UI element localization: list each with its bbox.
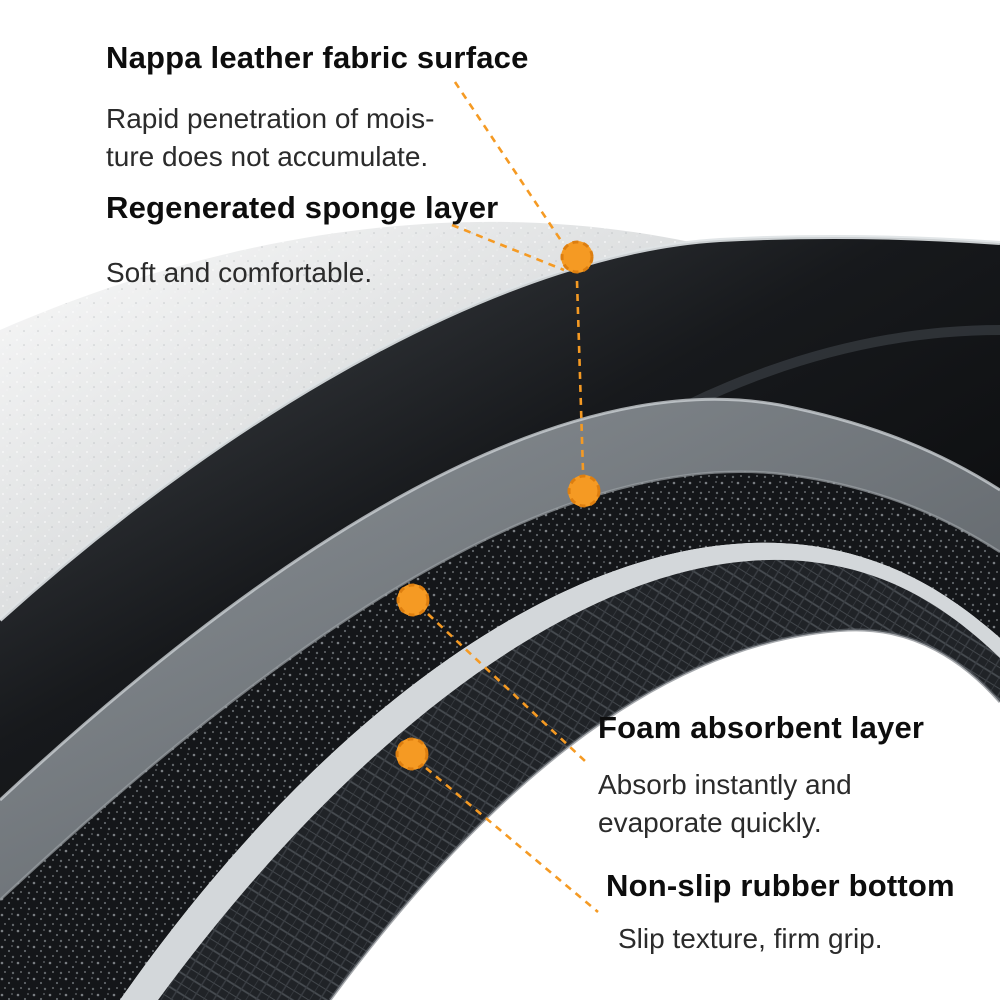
- sponge-layer-shape: [0, 397, 1000, 900]
- annotation-body-line: evaporate quickly.: [598, 807, 822, 838]
- sponge-layer-marker-icon: [567, 474, 601, 508]
- leader-line-fabric: [453, 81, 564, 243]
- annotation-heading: Non-slip rubber bottom: [606, 868, 955, 903]
- leader-line-foam: [427, 613, 587, 763]
- annotation-foam-layer: Foam absorbent layer Absorb instantly an…: [598, 710, 924, 842]
- foam-layer-marker-icon: [396, 583, 430, 617]
- annotation-heading: Regenerated sponge layer: [106, 190, 499, 225]
- leader-line-rubber: [425, 767, 599, 913]
- annotation-body-line: ture does not accumulate.: [106, 141, 429, 172]
- annotation-heading: Foam absorbent layer: [598, 710, 925, 745]
- membrane-layer-shape: [120, 542, 1000, 1000]
- annotation-body-line: Absorb instantly and: [598, 769, 852, 800]
- annotation-heading: Nappa leather fabric surface: [106, 40, 529, 75]
- callout-leader-lines: [425, 81, 599, 913]
- fabric-layer-shape: [0, 221, 720, 620]
- callout-markers: [395, 240, 601, 771]
- annotation-body-line: Slip texture, firm grip.: [618, 923, 883, 954]
- rubber-bottom-marker-icon: [395, 737, 429, 771]
- foam-layer-shape: [0, 470, 1000, 1000]
- leader-line-sponge-b: [575, 280, 585, 472]
- annotation-rubber-bottom: Non-slip rubber bottom Slip texture, fir…: [606, 868, 955, 958]
- fabric-surface-marker-icon: [560, 240, 594, 274]
- annotation-body-line: Rapid penetration of mois-: [106, 103, 435, 134]
- annotation-body-line: Soft and comfortable.: [106, 257, 373, 288]
- rubber-bottom-layer-shape: [158, 559, 1000, 1000]
- annotation-sponge-layer: Regenerated sponge layer Soft and comfor…: [106, 190, 498, 292]
- annotation-fabric-surface: Nappa leather fabric surface Rapid penet…: [106, 40, 529, 176]
